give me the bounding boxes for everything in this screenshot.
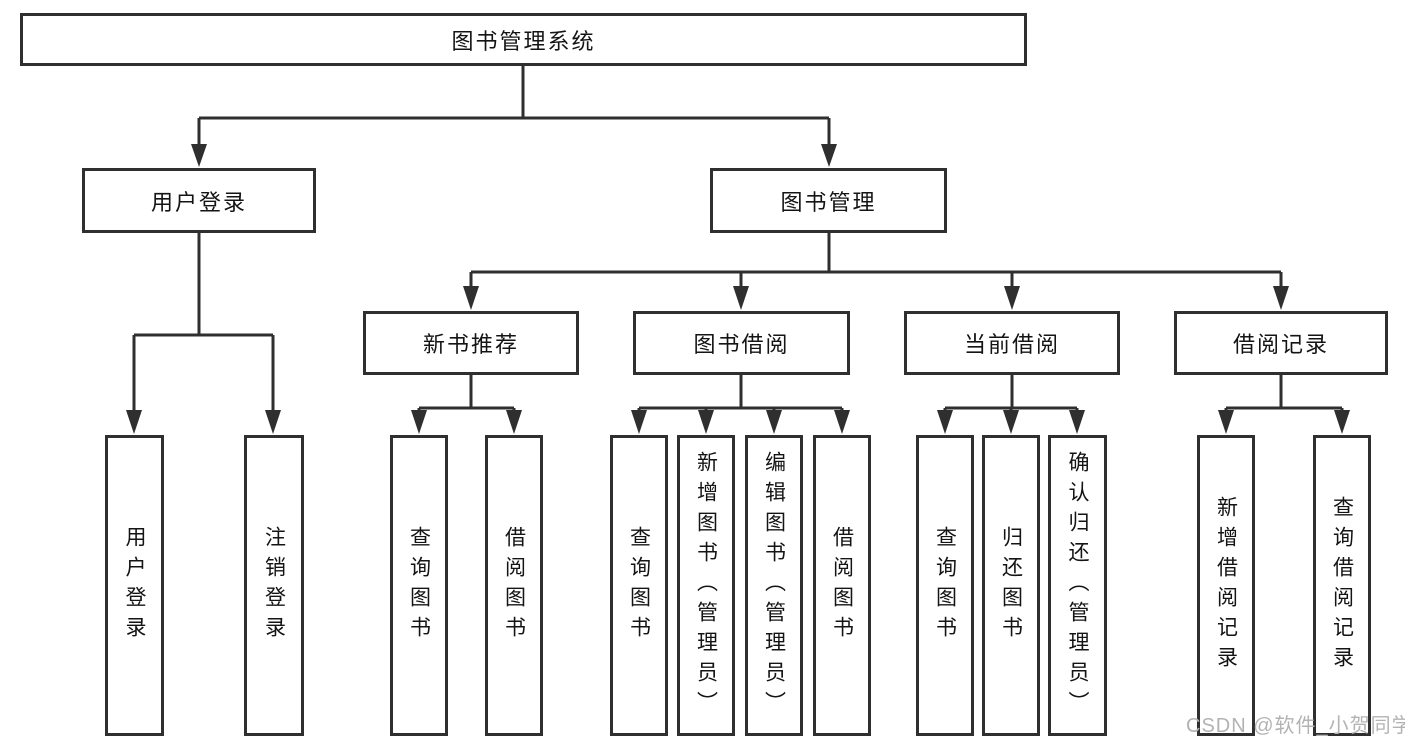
leaf-current-query-books: 查询图书 (916, 435, 974, 736)
arrowhead (1273, 286, 1289, 310)
leaf-newbook-query-books-label: 查询图书 (407, 525, 431, 646)
node-current-borrow-label: 当前借阅 (963, 332, 1060, 357)
node-borrow-records: 借阅记录 (1174, 311, 1388, 375)
arrowhead (1069, 410, 1085, 434)
leaf-borrow-borrow-books-label: 借阅图书 (830, 525, 854, 646)
leaf-records-add-borrow-record: 新增借阅记录 (1197, 435, 1255, 736)
node-user-login-label: 用户登录 (150, 189, 247, 215)
leaf-newbook-borrow-books: 借阅图书 (485, 435, 543, 736)
arrowhead (1004, 286, 1020, 310)
arrowhead (1334, 410, 1350, 434)
leaf-current-confirm-return-admin-label: 确认归还（管理员） (1066, 450, 1089, 721)
node-book-borrow: 图书借阅 (633, 311, 850, 375)
leaf-newbook-query-books: 查询图书 (390, 435, 448, 736)
arrowhead (733, 286, 749, 310)
leaf-current-query-books-label: 查询图书 (933, 525, 957, 646)
leaf-current-confirm-return-admin: 确认归还（管理员） (1048, 435, 1107, 736)
leaf-current-return-books-label: 归还图书 (999, 525, 1023, 646)
leaf-records-query-borrow-record: 查询借阅记录 (1313, 435, 1371, 736)
arrowhead (506, 410, 522, 434)
node-borrow-records-label: 借阅记录 (1232, 332, 1329, 357)
arrowhead (265, 410, 281, 434)
arrowhead (191, 144, 207, 167)
arrowhead (463, 286, 479, 310)
leaf-borrow-edit-books-admin-label: 编辑图书（管理员） (762, 450, 786, 721)
leaf-borrow-borrow-books: 借阅图书 (813, 435, 871, 736)
leaf-newbook-borrow-books-label: 借阅图书 (502, 525, 526, 646)
arrowhead (698, 410, 714, 434)
leaf-logout-label: 注销登录 (262, 525, 286, 646)
arrowhead (766, 410, 782, 434)
connector-current-borrow-to-leaves (937, 375, 1085, 434)
node-book-management: 图书管理 (710, 168, 947, 233)
connector-new-book-to-leaves (411, 375, 522, 434)
leaf-logout: 注销登录 (244, 435, 304, 736)
arrowhead (821, 144, 837, 167)
node-book-borrow-label: 图书借阅 (693, 332, 790, 357)
node-new-book-recommend-label: 新书推荐 (422, 332, 519, 357)
connector-user-login-to-leaves (126, 233, 281, 434)
leaf-borrow-add-books-admin: 新增图书（管理员） (677, 435, 735, 736)
node-current-borrow: 当前借阅 (904, 311, 1120, 375)
connector-book-borrow-to-leaves (631, 375, 850, 434)
arrowhead (1003, 410, 1019, 434)
leaf-current-return-books: 归还图书 (982, 435, 1040, 736)
node-user-login: 用户登录 (82, 168, 316, 233)
leaf-borrow-query-books: 查询图书 (610, 435, 668, 736)
arrowhead (937, 410, 953, 434)
arrowhead (834, 410, 850, 434)
leaf-borrow-query-books-label: 查询图书 (627, 525, 651, 646)
leaf-records-query-borrow-record-label: 查询借阅记录 (1330, 495, 1354, 676)
arrowhead (1218, 410, 1234, 434)
arrowhead (126, 410, 142, 434)
node-root: 图书管理系统 (20, 13, 1027, 66)
node-root-label: 图书管理系统 (451, 28, 596, 54)
connector-root-to-level2 (191, 66, 837, 167)
leaf-borrow-edit-books-admin: 编辑图书（管理员） (745, 435, 803, 736)
connector-book-management-to-level3 (463, 233, 1289, 310)
node-book-management-label: 图书管理 (780, 189, 877, 215)
node-new-book-recommend: 新书推荐 (363, 311, 579, 375)
csdn-watermark: CSDN @软件_小贺同学 (1186, 715, 1405, 737)
leaf-user-login-label: 用户登录 (123, 525, 146, 646)
arrowhead (411, 410, 427, 434)
arrowhead (631, 410, 647, 434)
connector-borrow-records-to-leaves (1218, 375, 1350, 434)
leaf-records-add-borrow-record-label: 新增借阅记录 (1214, 495, 1238, 676)
leaf-borrow-add-books-admin-label: 新增图书（管理员） (694, 450, 718, 721)
leaf-user-login: 用户登录 (105, 435, 164, 736)
